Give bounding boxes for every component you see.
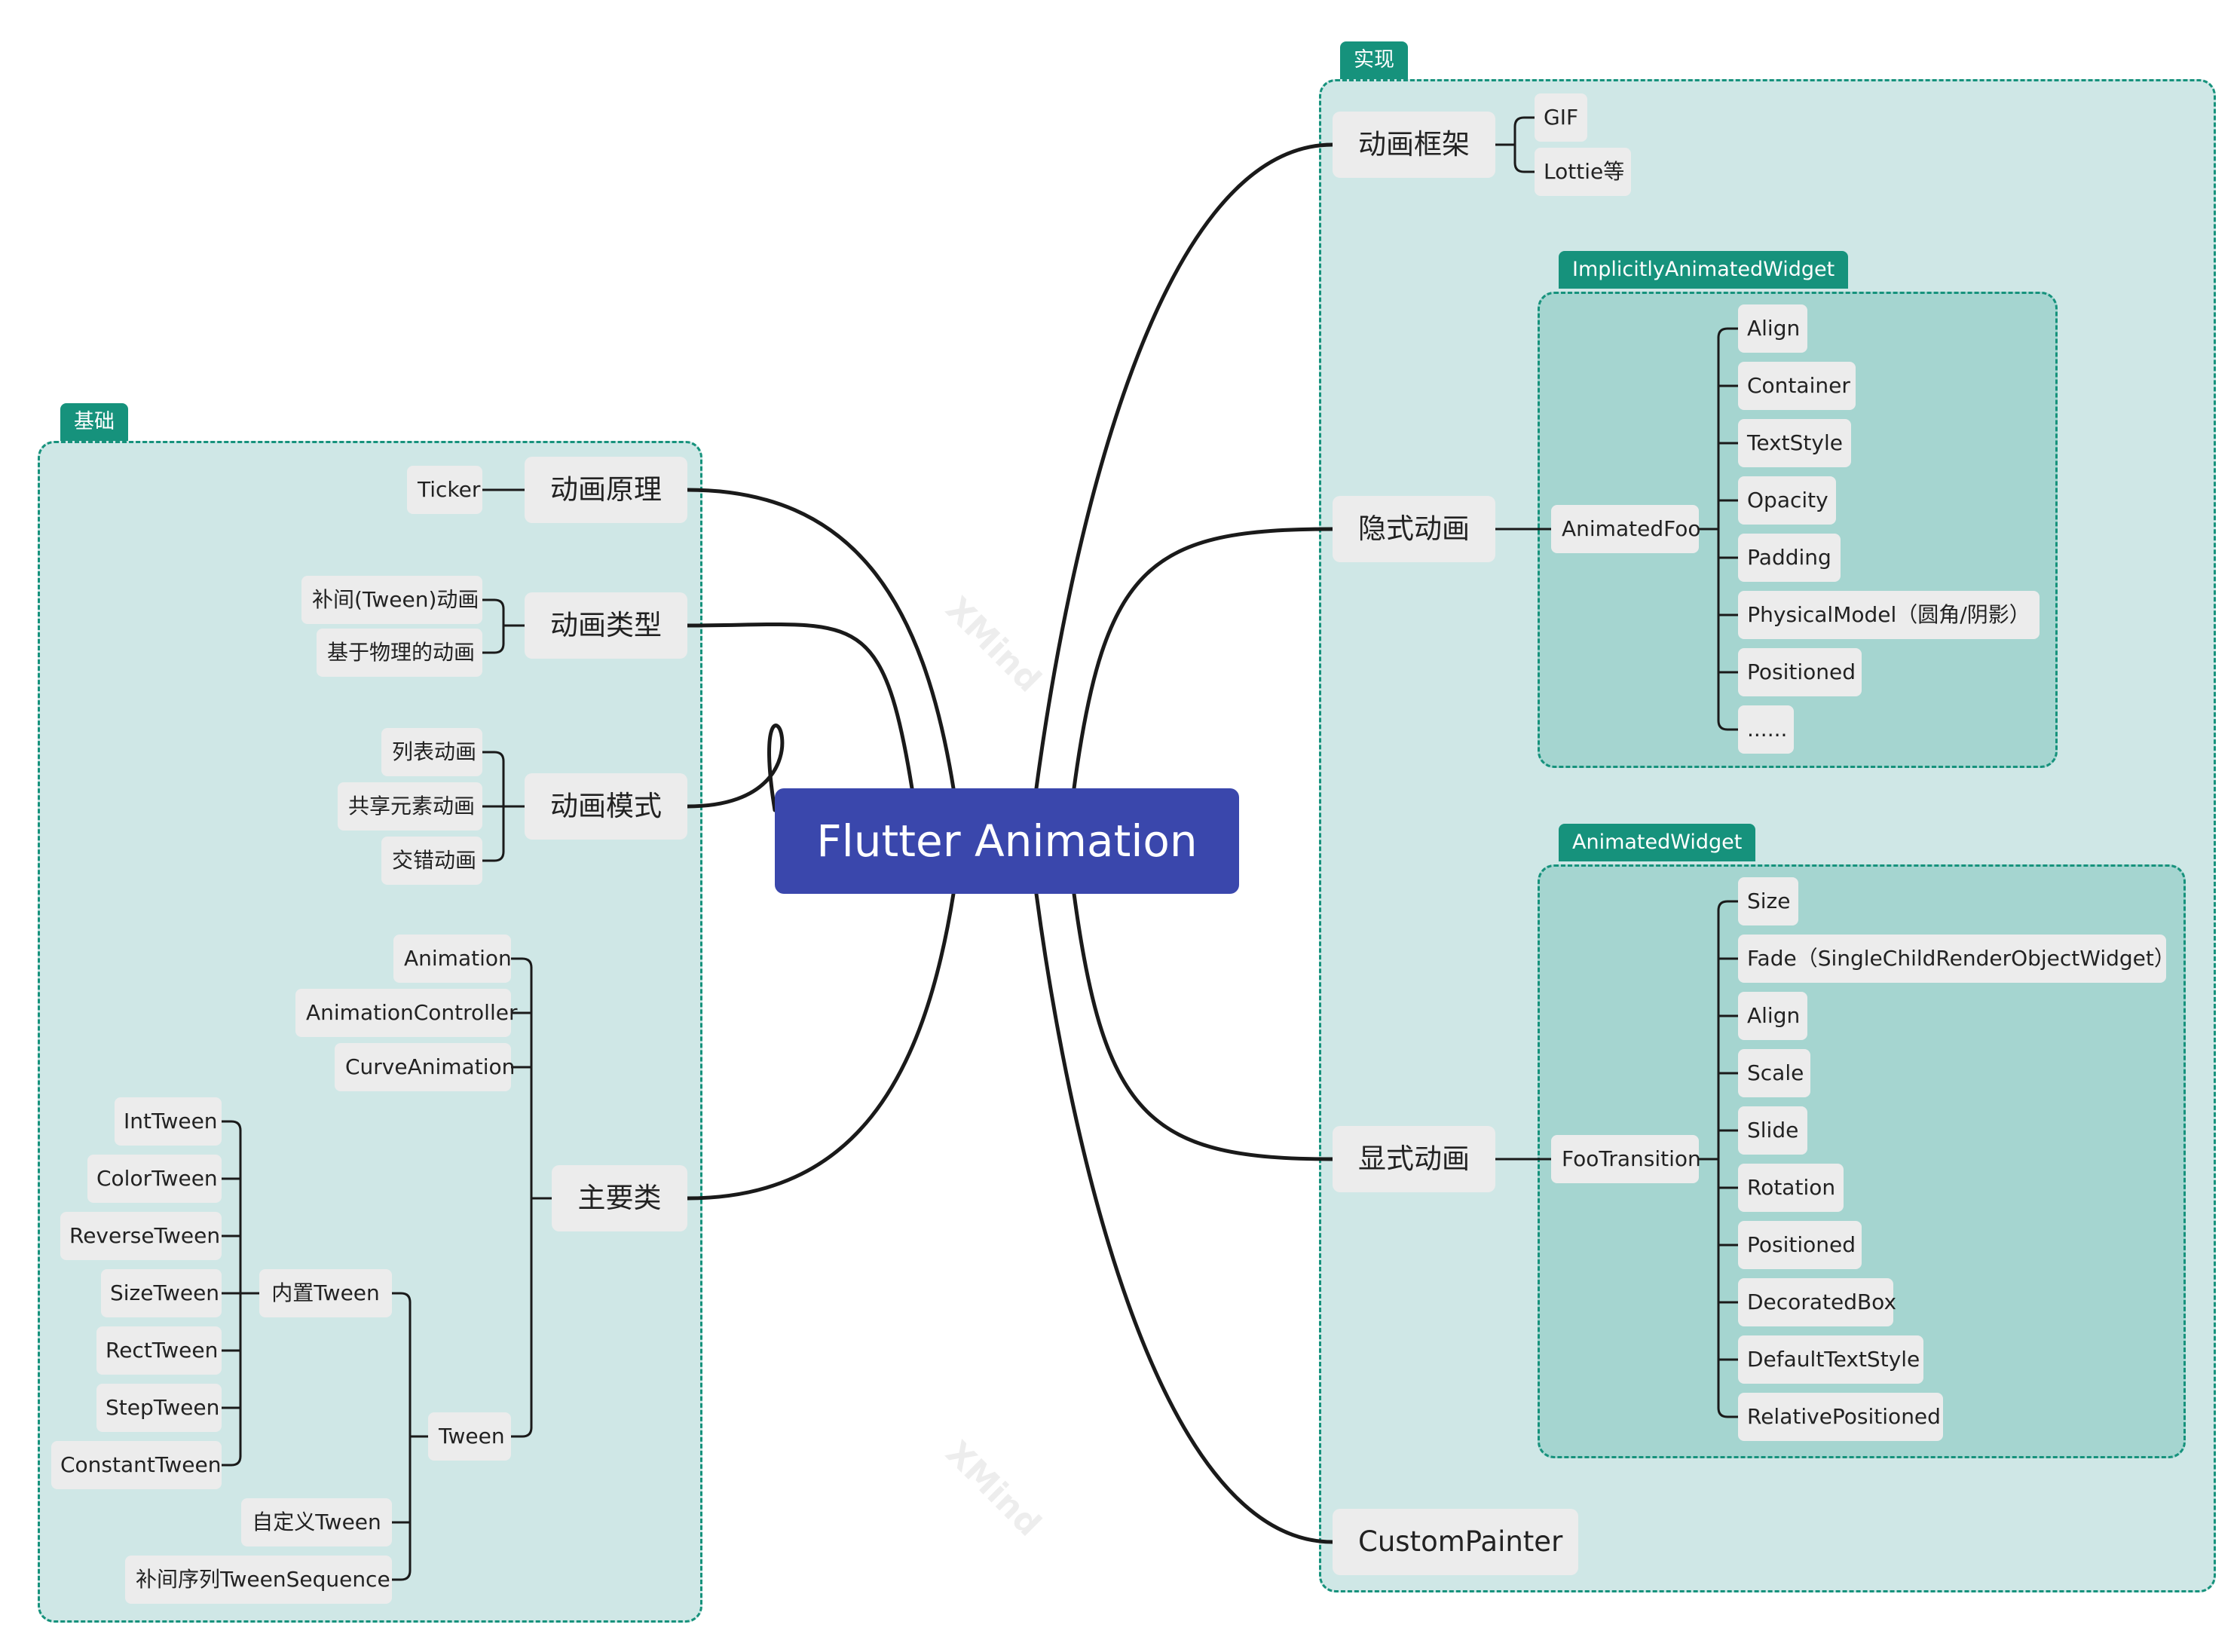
root-branch-left-0	[685, 488, 956, 791]
class-animation[interactable]: Animation	[393, 935, 512, 983]
builtin-leg-0	[220, 1120, 242, 1132]
explicit-size[interactable]: Size	[1738, 877, 1798, 925]
explicit-foo-transition[interactable]: FooTransition	[1551, 1135, 1701, 1183]
builtin-step-tween[interactable]: StepTween	[96, 1384, 222, 1432]
topic-implicit[interactable]: 隐式动画	[1333, 496, 1495, 562]
implicit-animated-foo[interactable]: AnimatedFoo	[1551, 505, 1700, 553]
boundary-label-implicit: ImplicitlyAnimatedWidget	[1559, 251, 1849, 289]
types-leg-0	[481, 598, 505, 610]
topic-custom-painter[interactable]: CustomPainter	[1333, 1509, 1578, 1575]
explicit-relative-positioned[interactable]: RelativePositioned	[1738, 1393, 1943, 1441]
explicit-decorated-box[interactable]: DecoratedBox	[1738, 1278, 1896, 1326]
builtin-constant-tween[interactable]: ConstantTween	[51, 1441, 222, 1489]
tween-sequence[interactable]: 补间序列TweenSequence	[125, 1556, 392, 1604]
modes-leg-0	[481, 751, 505, 763]
implicit-align[interactable]: Align	[1738, 304, 1807, 353]
central-topic[interactable]: Flutter Animation	[775, 788, 1239, 894]
implicit-physical-model[interactable]: PhysicalModel（圆角/阴影）	[1738, 591, 2040, 639]
topic-modes[interactable]: 动画模式	[525, 773, 687, 840]
modes-leg-2	[481, 850, 505, 862]
subtopic-staggered[interactable]: 交错动画	[381, 837, 482, 885]
root-branch-right-3	[1034, 892, 1335, 1544]
builtin-size-tween[interactable]: SizeTween	[101, 1269, 222, 1317]
implicit-positioned[interactable]: Positioned	[1738, 648, 1862, 696]
classes-leg-0	[510, 957, 533, 969]
topic-principle[interactable]: 动画原理	[525, 457, 687, 523]
implicit-padding[interactable]: Padding	[1738, 534, 1841, 582]
implicit-textstyle[interactable]: TextStyle	[1738, 419, 1851, 467]
implicit-more[interactable]: ......	[1738, 705, 1794, 754]
class-tween[interactable]: Tween	[428, 1412, 511, 1461]
builtin-leg-6	[220, 1455, 242, 1467]
tween-leg-0	[390, 1292, 412, 1304]
explicit-leg-9	[1717, 1406, 1740, 1418]
subtopic-tween-animation[interactable]: 补间(Tween)动画	[301, 576, 482, 624]
framework-leg-0	[1513, 116, 1536, 128]
framework-gif[interactable]: GIF	[1535, 93, 1587, 142]
explicit-slide[interactable]: Slide	[1738, 1106, 1807, 1155]
builtin-int-tween[interactable]: IntTween	[115, 1097, 222, 1146]
subtopic-list-animation[interactable]: 列表动画	[381, 728, 482, 776]
tween-builtin[interactable]: 内置Tween	[259, 1269, 392, 1317]
boundary-label-basics: 基础	[60, 403, 128, 441]
root-branch-right-1	[1072, 527, 1335, 791]
explicit-scale[interactable]: Scale	[1738, 1049, 1810, 1097]
explicit-align[interactable]: Align	[1738, 992, 1807, 1040]
boundary-label-explicit: AnimatedWidget	[1559, 824, 1756, 861]
topic-framework[interactable]: 动画框架	[1333, 112, 1495, 178]
implicit-leg-7	[1717, 719, 1740, 731]
subtopic-ticker[interactable]: Ticker	[407, 466, 482, 514]
implicit-leg-0	[1717, 327, 1740, 339]
tween-custom[interactable]: 自定义Tween	[241, 1498, 392, 1546]
boundary-label-implementation: 实现	[1340, 41, 1408, 79]
framework-lottie[interactable]: Lottie等	[1535, 148, 1631, 196]
builtin-reverse-tween[interactable]: ReverseTween	[60, 1212, 222, 1260]
root-branch-right-2	[1072, 892, 1335, 1161]
explicit-default-text-style[interactable]: DefaultTextStyle	[1738, 1335, 1923, 1384]
class-curve-animation[interactable]: CurveAnimation	[335, 1043, 515, 1091]
tween-leg-2	[390, 1569, 412, 1581]
framework-leg-1	[1513, 161, 1536, 173]
topic-explicit[interactable]: 显式动画	[1333, 1126, 1495, 1192]
explicit-positioned[interactable]: Positioned	[1738, 1221, 1862, 1269]
explicit-fade[interactable]: Fade（SingleChildRenderObjectWidget）	[1738, 935, 2175, 983]
builtin-color-tween[interactable]: ColorTween	[87, 1155, 222, 1203]
subtopic-shared-element[interactable]: 共享元素动画	[338, 782, 482, 831]
root-branch-left-3	[685, 892, 956, 1201]
root-branch-left-1	[685, 622, 914, 791]
subtopic-physics-animation[interactable]: 基于物理的动画	[317, 629, 482, 677]
implicit-opacity[interactable]: Opacity	[1738, 476, 1836, 525]
builtin-rect-tween[interactable]: RectTween	[96, 1326, 222, 1375]
explicit-rotation[interactable]: Rotation	[1738, 1164, 1844, 1212]
class-animation-controller[interactable]: AnimationController	[295, 989, 517, 1037]
topic-classes[interactable]: 主要类	[552, 1165, 687, 1231]
implicit-container[interactable]: Container	[1738, 362, 1856, 410]
explicit-leg-0	[1717, 900, 1740, 912]
root-branch-right-0	[1034, 142, 1335, 791]
root-branch-left-2	[685, 724, 785, 812]
classes-leg-3	[510, 1426, 533, 1438]
topic-types[interactable]: 动画类型	[525, 592, 687, 659]
types-leg-1	[481, 642, 505, 654]
